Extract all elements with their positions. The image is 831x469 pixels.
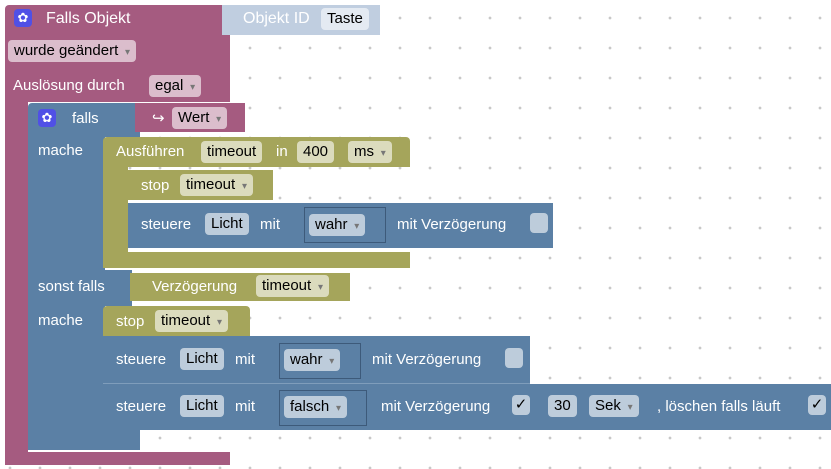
with-label: mit xyxy=(260,216,280,233)
stop-dropdown[interactable]: timeout xyxy=(180,174,254,196)
set-block-3[interactable] xyxy=(103,384,831,430)
with-label: mit xyxy=(235,351,255,368)
value-dropdown[interactable]: wahr xyxy=(284,349,341,371)
event-dropdown[interactable]: wurde geändert xyxy=(8,40,137,62)
delay-checkbox[interactable] xyxy=(530,213,548,233)
cause-dropdown[interactable]: egal xyxy=(149,75,202,97)
stop-label: stop xyxy=(141,177,170,194)
delay-label: mit Verzögerung xyxy=(372,351,482,368)
delay-label: mit Verzögerung xyxy=(381,398,491,415)
delay-unit-dropdown[interactable]: Sek xyxy=(589,395,639,417)
device-field[interactable]: Licht xyxy=(180,395,224,417)
stop-label: stop xyxy=(116,313,145,330)
clear-label: , löschen falls läuft xyxy=(657,398,781,415)
delay-checkbox[interactable]: ✓ xyxy=(512,395,530,415)
elseif-label: sonst falls xyxy=(38,278,105,295)
device-field[interactable]: Licht xyxy=(205,213,249,235)
timeout-block-bottom xyxy=(103,252,410,268)
timeout-name-field[interactable]: timeout xyxy=(201,141,263,163)
do-label: mache xyxy=(38,312,84,329)
if-block-elseif-row xyxy=(28,270,132,306)
clear-checkbox[interactable]: ✓ xyxy=(808,395,826,415)
condition-dropdown[interactable]: Wert xyxy=(172,107,228,129)
object-id-field[interactable]: Taste xyxy=(321,8,369,30)
if-block-bottom xyxy=(28,430,140,450)
do-label: mache xyxy=(38,142,84,159)
arrow-icon: ↪ xyxy=(152,110,165,127)
set-label: steuere xyxy=(116,351,167,368)
value-dropdown[interactable]: wahr xyxy=(309,214,366,236)
timeout-value-field[interactable]: 400 xyxy=(297,141,335,163)
delay-label: mit Verzögerung xyxy=(397,216,507,233)
trigger-block-column xyxy=(5,100,28,465)
stop-dropdown[interactable]: timeout xyxy=(155,310,229,332)
object-id-label: Objekt ID xyxy=(243,10,310,27)
if-label: falls xyxy=(72,110,99,127)
delay-condition-dropdown[interactable]: timeout xyxy=(256,275,330,297)
value-dropdown[interactable]: falsch xyxy=(284,396,347,418)
timeout-unit-dropdown[interactable]: ms xyxy=(348,141,392,163)
delay-checkbox[interactable] xyxy=(505,348,523,368)
in-label: in xyxy=(276,143,288,160)
delay-value-field[interactable]: 30 xyxy=(548,395,577,417)
with-label: mit xyxy=(235,398,255,415)
set-label: steuere xyxy=(116,398,167,415)
gear-icon[interactable]: ✿ xyxy=(38,109,56,127)
trigger-block-bottom xyxy=(5,452,230,465)
device-field[interactable]: Licht xyxy=(180,348,224,370)
gear-icon[interactable]: ✿ xyxy=(14,9,32,27)
set-label: steuere xyxy=(141,216,192,233)
timeout-block-column xyxy=(103,165,128,268)
timeout-label: Ausführen xyxy=(116,143,185,160)
trigger-title: Falls Objekt xyxy=(46,10,131,27)
delay-condition-label: Verzögerung xyxy=(152,278,238,295)
cause-label: Auslösung durch xyxy=(13,77,125,94)
